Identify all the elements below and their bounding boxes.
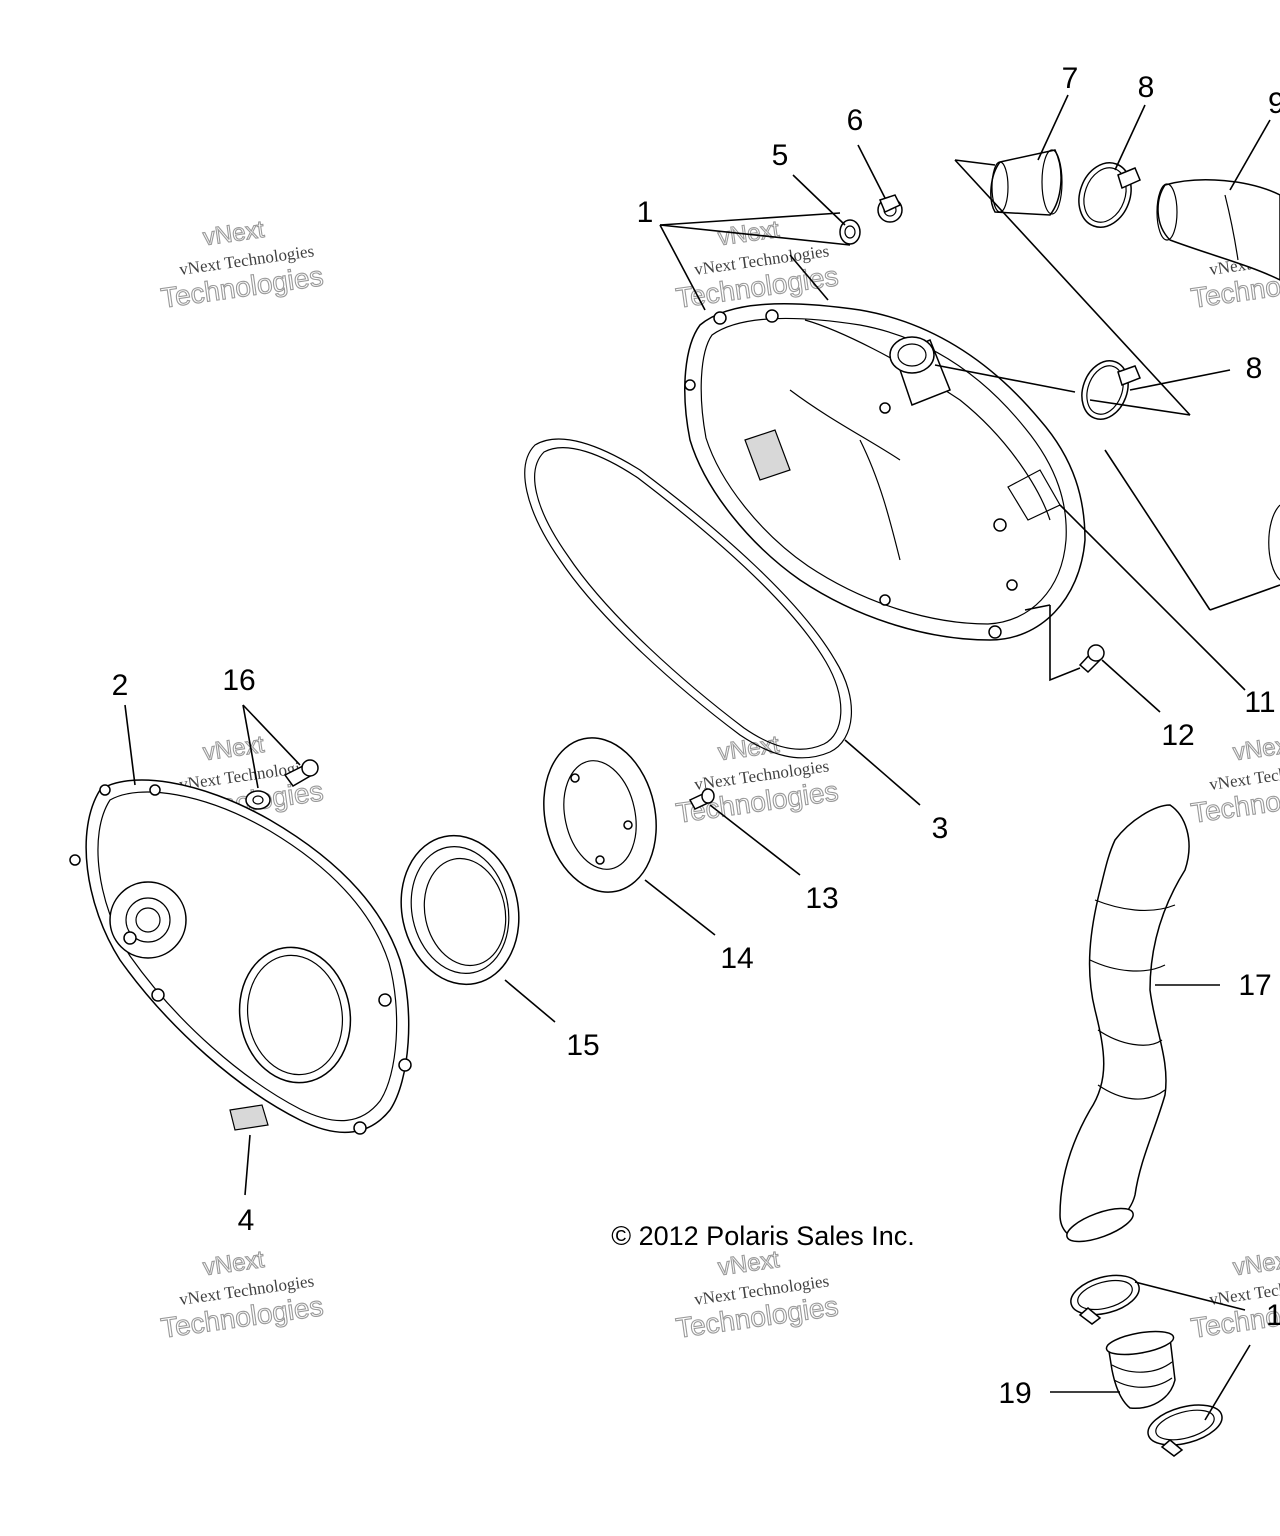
screw-part-12[interactable]	[1078, 644, 1105, 674]
callout-16: 16	[222, 664, 255, 697]
watermark: vNext vNext Technologies Technologies	[1188, 730, 1280, 829]
callout-18: 1	[1266, 1299, 1280, 1332]
outlet-duct[interactable]	[1059, 804, 1190, 1248]
outer-clutch-cover[interactable]	[684, 303, 1086, 641]
callout-9: 9	[1268, 87, 1280, 120]
callout-11: 11	[1244, 686, 1275, 719]
watermark: vNext vNext Technologies Technologies	[158, 215, 325, 314]
washer-screw[interactable]	[245, 759, 319, 810]
callout-2: 2	[112, 669, 129, 702]
svg-text:vNext: vNext	[201, 731, 266, 766]
callout-5: 5	[772, 139, 789, 172]
callout-12: 12	[1161, 719, 1194, 752]
callout-8-mid: 8	[1246, 352, 1263, 385]
callout-13: 13	[805, 882, 838, 915]
duct-adapter[interactable]	[990, 149, 1063, 216]
copyright-text: © 2012 Polaris Sales Inc.	[611, 1221, 915, 1251]
plug-part-6[interactable]	[877, 194, 903, 223]
svg-text:vNext: vNext	[716, 731, 781, 766]
leader-lines	[124, 94, 1280, 1421]
callout-15: 15	[566, 1029, 599, 1062]
intake-duct[interactable]	[1156, 179, 1280, 281]
callout-3: 3	[932, 812, 949, 845]
seal-plate[interactable]	[530, 727, 670, 902]
callout-labels: 1 2 3 4 5 6 7 8 8 9 11 12 13 14 15 16 17…	[112, 62, 1280, 1410]
hose-clamp-top[interactable]	[1070, 155, 1141, 234]
callout-19: 19	[998, 1377, 1031, 1410]
svg-text:vNext: vNext	[201, 216, 266, 251]
callout-8-top: 8	[1138, 71, 1155, 104]
label-part-4[interactable]	[229, 1104, 269, 1131]
watermark: vNext vNext Technologies Technologies	[673, 730, 840, 829]
callout-1: 1	[637, 196, 654, 229]
watermark: vNext vNext Technologies Technologies	[158, 1245, 325, 1344]
callout-4: 4	[238, 1204, 255, 1237]
callout-14: 14	[720, 942, 753, 975]
partial-part-right	[1268, 504, 1280, 581]
drive-belt[interactable]	[524, 438, 853, 759]
svg-text:vNext: vNext	[201, 1246, 266, 1281]
screw-part-13[interactable]	[688, 788, 715, 810]
svg-text:vNext: vNext	[1231, 731, 1280, 766]
hose-clamp-bottom-lower[interactable]	[1144, 1398, 1227, 1457]
svg-text:vNext: vNext	[1231, 1246, 1280, 1281]
watermark: vNext vNext Technologies Technologies	[673, 215, 840, 314]
inner-clutch-cover[interactable]	[69, 779, 412, 1135]
callout-7: 7	[1062, 62, 1079, 95]
watermark: vNext vNext Technologies Technologies	[673, 1245, 840, 1344]
hose-clamp-bottom-upper[interactable]	[1067, 1269, 1144, 1325]
svg-text:vNext: vNext	[716, 1246, 781, 1281]
seal[interactable]	[388, 825, 533, 996]
callout-17: 17	[1238, 969, 1271, 1002]
washer-part-5[interactable]	[839, 219, 861, 245]
boot[interactable]	[1105, 1327, 1176, 1409]
callout-6: 6	[847, 104, 864, 137]
